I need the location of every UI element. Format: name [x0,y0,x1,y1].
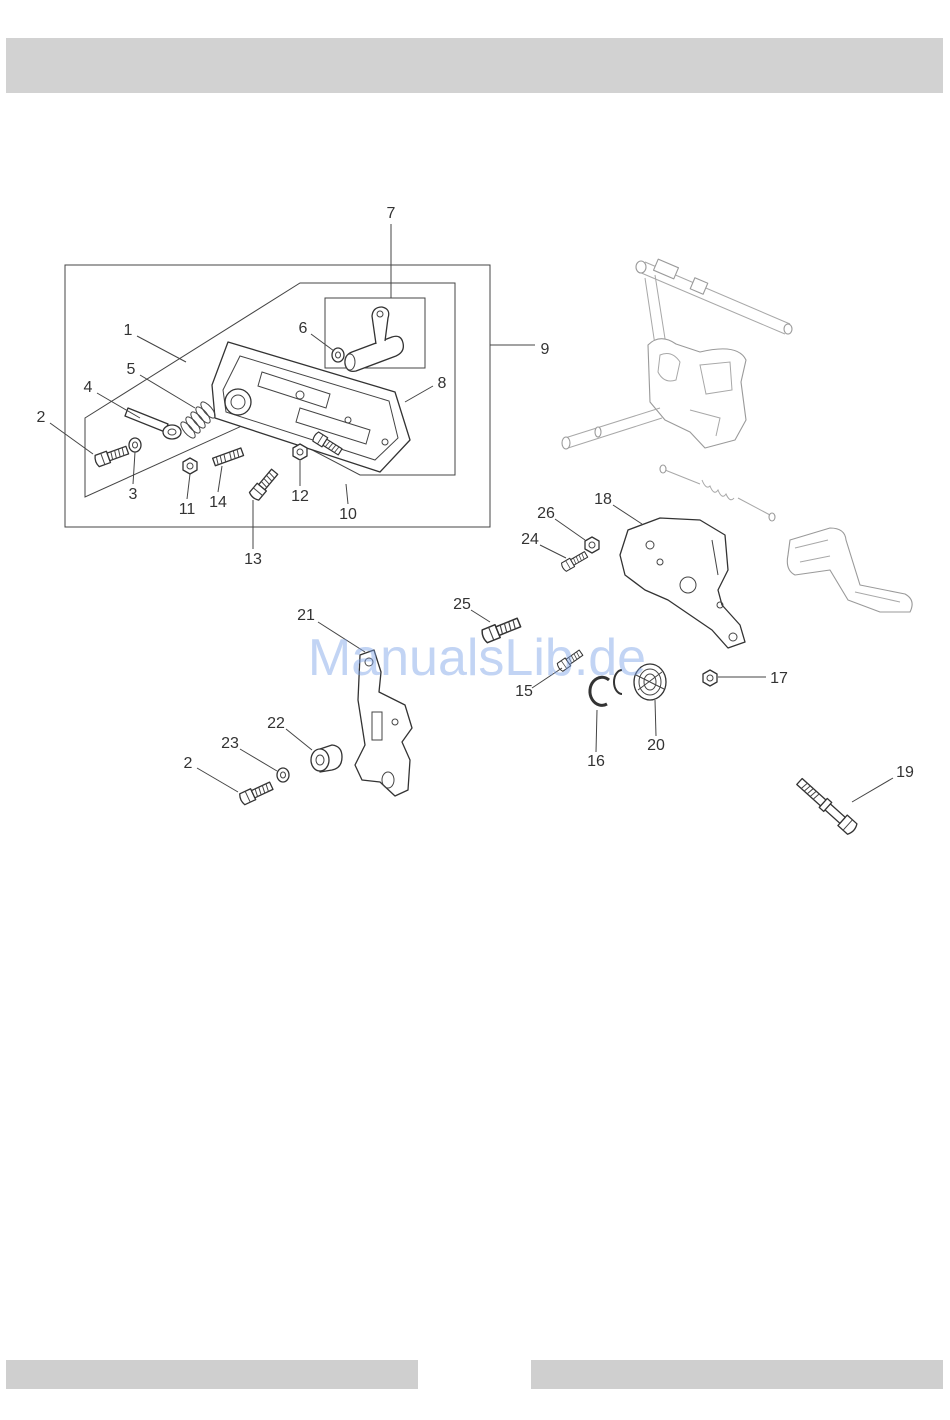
part-4-lever [125,408,181,439]
callout-3: 3 [129,486,138,503]
part-17-nut [703,670,717,686]
callout-24: 24 [521,531,539,548]
callout-11: 11 [179,501,196,518]
callouts: 7 1 6 9 5 8 4 2 3 11 14 12 10 13 26 18 2… [37,205,914,781]
callout-23: 23 [221,735,239,752]
part-24-screw [560,550,588,572]
callout-8: 8 [438,375,447,392]
part-5-spring [179,400,218,440]
watermark: ManualsLib.de [308,629,646,687]
part-26-nut [585,537,599,553]
callout-26: 26 [537,505,555,522]
callout-18: 18 [594,491,612,508]
callout-5: 5 [127,361,136,378]
part-11-nut [183,458,197,474]
callout-25: 25 [453,596,471,613]
callout-7: 7 [387,205,396,222]
callout-15: 15 [515,683,533,700]
part-7-slider [345,307,403,371]
callout-19: 19 [896,764,914,781]
callout-13: 13 [244,551,262,568]
callout-21: 21 [297,607,315,624]
callout-17: 17 [770,670,788,687]
part-3-washer [129,438,141,452]
part-22-bushing [311,745,342,772]
part-12-nut [293,444,307,460]
part-19-bolt [795,776,859,835]
callout-16: 16 [587,753,605,770]
callout-4: 4 [84,379,93,396]
part-23-washer [277,768,289,782]
callout-1: 1 [124,322,133,339]
part-13-bolt [249,468,280,501]
callout-10: 10 [339,506,357,523]
callout-20: 20 [647,737,665,754]
callout-2: 2 [37,409,46,426]
callout-22: 22 [267,715,285,732]
part-2-bolt-lower [238,780,273,805]
callout-12: 12 [291,488,309,505]
background-mechanism [562,259,912,612]
part-6-washer [332,348,344,362]
part-14-stud [213,448,244,466]
callout-6: 6 [299,320,308,337]
callout-2-lower: 2 [184,755,193,772]
callout-14: 14 [209,494,227,511]
part-2-bolt [94,444,130,467]
callout-9: 9 [541,341,550,358]
